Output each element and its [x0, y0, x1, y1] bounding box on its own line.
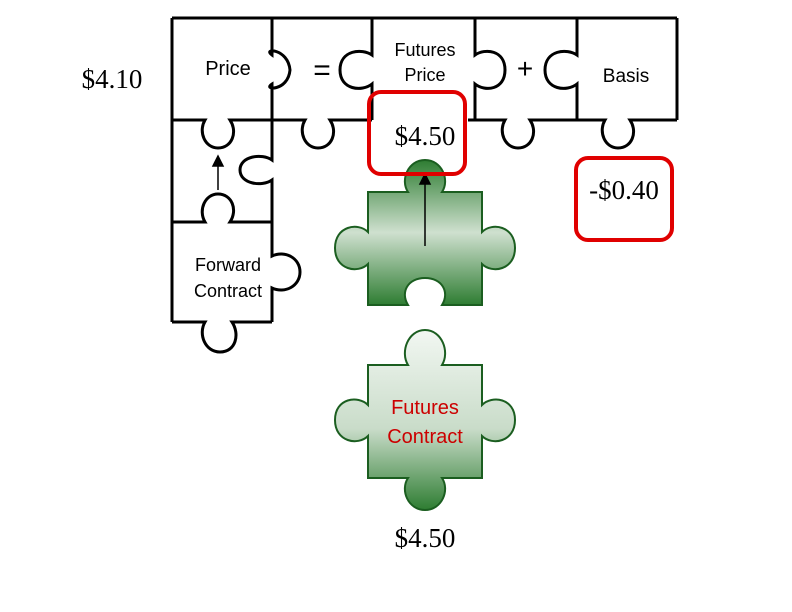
price-label: Price [205, 58, 251, 80]
basis-value: -$0.40 [589, 175, 659, 205]
equals-sign: = [313, 54, 331, 87]
futures-contract-label-line1: Futures [391, 397, 459, 419]
futures-price-label-line2: Price [404, 65, 445, 85]
futures-contract-piece [335, 330, 515, 510]
up-arrow-icon [213, 156, 223, 190]
basis-label: Basis [603, 66, 649, 87]
futures-contract-value: $4.50 [395, 523, 456, 553]
left-column-pieces [172, 120, 300, 352]
forward-contract-label-line2: Contract [194, 281, 262, 301]
futures-price-label-line1: Futures [394, 40, 455, 60]
forward-contract-label-line1: Forward [195, 255, 261, 275]
futures-contract-label-line2: Contract [387, 426, 463, 448]
spot-price-value: $4.10 [82, 64, 143, 94]
plus-sign: + [517, 53, 533, 84]
futures-price-value: $4.50 [395, 121, 456, 151]
